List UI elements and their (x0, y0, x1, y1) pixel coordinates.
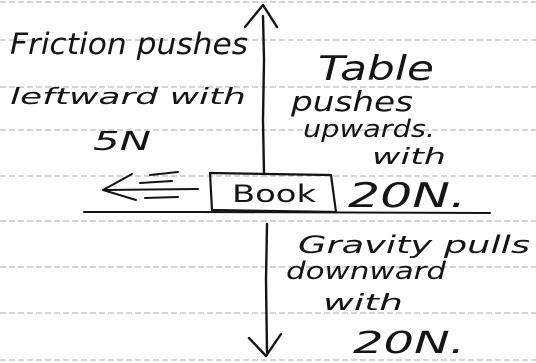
gravity-label-line4: 20N. (353, 326, 465, 361)
table-surface-line (83, 211, 491, 214)
down-arrow-head (247, 332, 283, 358)
gravity-label-line1: Gravity pulls (298, 231, 530, 259)
table-label-line5: 20N. (348, 176, 466, 216)
gravity-label-line3: with (323, 291, 403, 316)
friction-arrow-line (105, 188, 199, 191)
table-label-line3: upwards. (303, 115, 435, 143)
table-label-line4: with (372, 145, 446, 170)
up-arrow-head (243, 3, 279, 29)
up-arrow (243, 3, 279, 176)
friction-arrow-head (102, 173, 137, 201)
down-arrow (247, 222, 283, 358)
friction-motion-stroke (149, 171, 179, 176)
friction-motion-stroke (144, 196, 179, 199)
friction-label-line2: leftward with (10, 85, 246, 110)
up-arrow-shaft (261, 14, 266, 176)
friction-label-line3: 5N (93, 127, 151, 157)
friction-arrow (102, 171, 199, 201)
gravity-label-line2: downward (286, 257, 447, 285)
table-label-line1: Table (318, 49, 434, 89)
book-label: Book (232, 180, 316, 208)
down-arrow-shaft (264, 222, 269, 354)
friction-motion-stroke (139, 180, 173, 184)
friction-label-line1: Friction pushes (10, 27, 248, 61)
table-label-line2: pushes (290, 85, 413, 118)
